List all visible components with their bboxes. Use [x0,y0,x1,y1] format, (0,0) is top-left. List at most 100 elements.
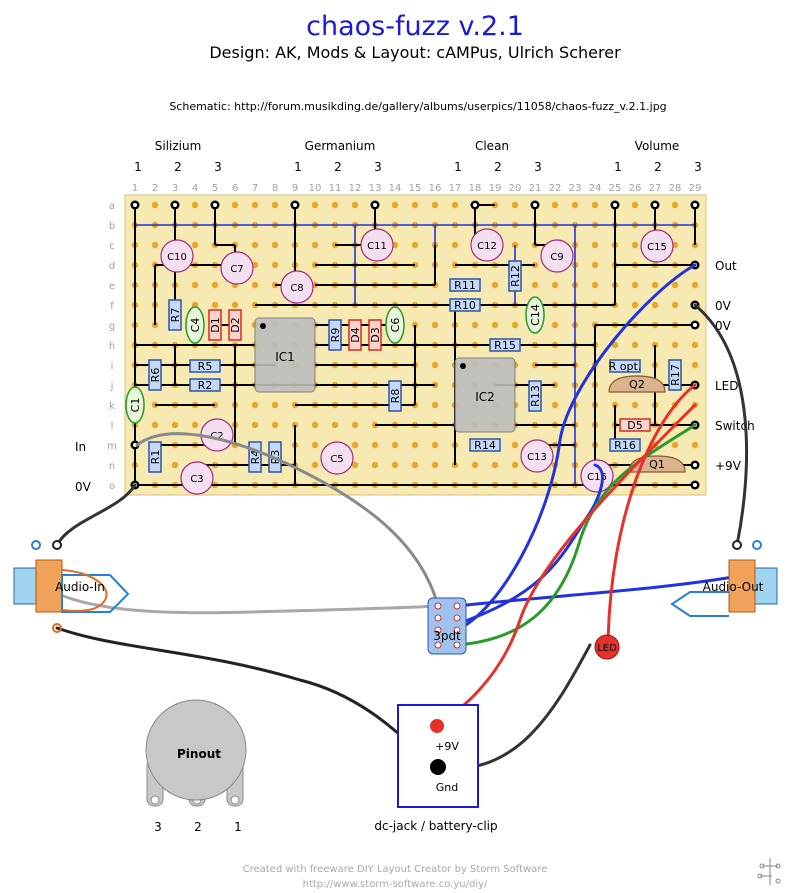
led-label: LED [597,643,617,654]
resistor [449,278,481,292]
row-index: c [109,241,115,252]
resistor-label: R13 [529,385,542,407]
ceramic-capacitor [125,386,145,424]
electrolytic-capacitor [280,270,314,304]
diode [348,319,362,351]
resistor-label: R opt. [609,360,642,373]
diy-logo-icon [757,858,781,885]
column-index: 28 [669,183,682,194]
label-switch: Switch [715,419,755,433]
column-index: 19 [489,183,502,194]
electrolytic-capacitor [320,441,354,475]
column-index: 1 [132,183,138,194]
ic2-label: IC2 [475,390,495,404]
black-wire [55,483,137,547]
black-wire [55,626,440,769]
dc-plus-label: +9V [435,740,459,753]
resistor-label: R8 [389,389,402,404]
pot-pin: 2 [494,160,502,174]
resistor-label: R12 [509,265,522,287]
capacitor-label: C7 [230,264,243,275]
pot-pin: 3 [214,160,222,174]
resistor-label: R11 [454,279,476,292]
schematic-link[interactable]: Schematic: http://forum.musikding.de/gal… [169,100,666,113]
electrolytic-capacitor [360,228,394,262]
diode-label: D3 [369,327,382,342]
resistor [528,380,542,412]
row-index: j [110,381,114,392]
label-led: LED [715,379,739,393]
resistor [189,378,221,392]
resistor [328,319,342,351]
column-index: 13 [369,183,382,194]
resistor-label: R15 [494,339,516,352]
column-index: 3 [172,183,178,194]
audio-in-label: Audio-In [55,580,105,594]
resistor [189,359,221,373]
solder-point [173,203,177,207]
dc-gnd-label: Gnd [436,781,458,794]
resistor-label: R1 [149,450,162,465]
ceramic-capacitor [185,306,205,344]
row-index: f [110,301,114,312]
column-index: 4 [192,183,198,194]
column-index: 2 [152,183,158,194]
column-index: 5 [212,183,218,194]
row-index: l [111,421,114,432]
label-0v: 0V [715,319,732,333]
row-index: n [109,461,115,472]
blue-wire [438,520,700,630]
electrolytic-capacitor [640,229,674,263]
pot-label-clean: Clean [475,139,509,153]
capacitor-label: C6 [389,318,402,333]
resistor-label: R14 [474,439,496,452]
pinout-pin: 2 [194,820,202,834]
resistor-label: R10 [454,299,476,312]
resistor [489,338,521,352]
column-index: 9 [292,183,298,194]
ic2: IC2 [454,357,516,433]
capacitor-label: C5 [330,454,343,465]
resistor [168,299,182,331]
solder-point [133,203,137,207]
label-out: Out [715,259,737,273]
footer-url[interactable]: http://www.storm-software.co.yu/diy/ [303,879,488,890]
row-index: b [109,221,115,232]
column-index: 29 [689,183,702,194]
column-index: 17 [449,183,462,194]
transistor-label: Q1 [649,458,665,471]
column-index: 7 [252,183,258,194]
pot-pin: 2 [334,160,342,174]
resistor [449,298,481,312]
gray-wire [38,583,440,615]
transistor [608,375,666,393]
column-index: 11 [329,183,342,194]
dc-jack: +9V Gnd dc-jack / battery-clip [374,704,498,833]
row-index: k [109,401,115,412]
resistor-label: R5 [198,360,213,373]
red-wire [606,383,697,647]
capacitor-label: C10 [167,252,187,263]
label-9v: +9V [715,459,742,473]
red-wire [435,403,697,728]
column-index: 25 [609,183,622,194]
pot-pin: 1 [614,160,622,174]
resistor-label: R17 [669,364,682,386]
ceramic-capacitor [385,306,405,344]
pot-pin: 1 [454,160,462,174]
row-index: i [111,361,114,372]
pot-pin: 2 [654,160,662,174]
column-index: 24 [589,183,602,194]
capacitor-label: C4 [189,318,202,333]
capacitor-label: C14 [529,304,542,326]
column-index: 26 [629,183,642,194]
solder-point [533,203,537,207]
resistor [668,359,682,391]
blue-wire [436,463,604,632]
column-index: 18 [469,183,482,194]
row-index: g [109,321,115,332]
row-index: o [109,481,115,492]
electrolytic-capacitor [470,228,504,262]
